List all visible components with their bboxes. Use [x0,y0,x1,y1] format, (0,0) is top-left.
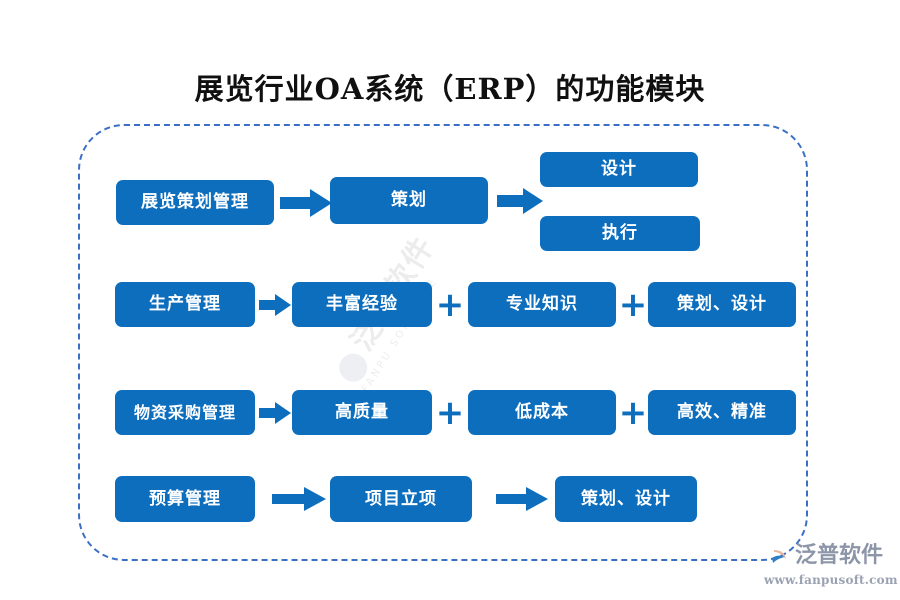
node-design[interactable]: 设计 [540,152,698,187]
node-project-initiation[interactable]: 项目立项 [330,476,472,522]
node-planning[interactable]: 策划 [330,177,488,224]
arrow-row1-2-icon [497,188,543,214]
node-planning-design-2[interactable]: 策划、设计 [555,476,697,522]
brand-name: 泛普软件 [795,543,884,568]
node-rich-experience[interactable]: 丰富经验 [292,282,432,327]
arrow-row4-1-icon [272,487,326,511]
brand-url: www.fanpusoft.com [764,573,898,587]
fanpu-logo-mark-icon [762,541,792,571]
plus-row3-1-icon: + [435,393,465,433]
plus-row2-1-icon: + [435,285,465,325]
arrow-row2-1-icon [259,294,291,316]
node-budget-mgmt[interactable]: 预算管理 [115,476,255,522]
arrow-row1-1-icon [280,189,332,217]
plus-row3-2-icon: + [618,393,648,433]
arrow-row4-2-icon [496,487,548,511]
node-planning-design-1[interactable]: 策划、设计 [648,282,796,327]
plus-row2-2-icon: + [618,285,648,325]
node-efficient-accurate[interactable]: 高效、精准 [648,390,796,435]
node-professional-knowledge[interactable]: 专业知识 [468,282,616,327]
node-production-mgmt[interactable]: 生产管理 [115,282,255,327]
dashed-container [78,124,808,561]
node-execution[interactable]: 执行 [540,216,700,251]
page-title: 展览行业OA系统（ERP）的功能模块 [194,72,706,106]
node-material-procurement-mgmt[interactable]: 物资采购管理 [115,390,255,435]
node-high-quality[interactable]: 高质量 [292,390,432,435]
node-exhibition-planning-mgmt[interactable]: 展览策划管理 [116,180,274,225]
node-low-cost[interactable]: 低成本 [468,390,616,435]
brand-logo: 泛普软件 www.fanpusoft.com [762,541,898,593]
arrow-row3-1-icon [259,402,291,424]
